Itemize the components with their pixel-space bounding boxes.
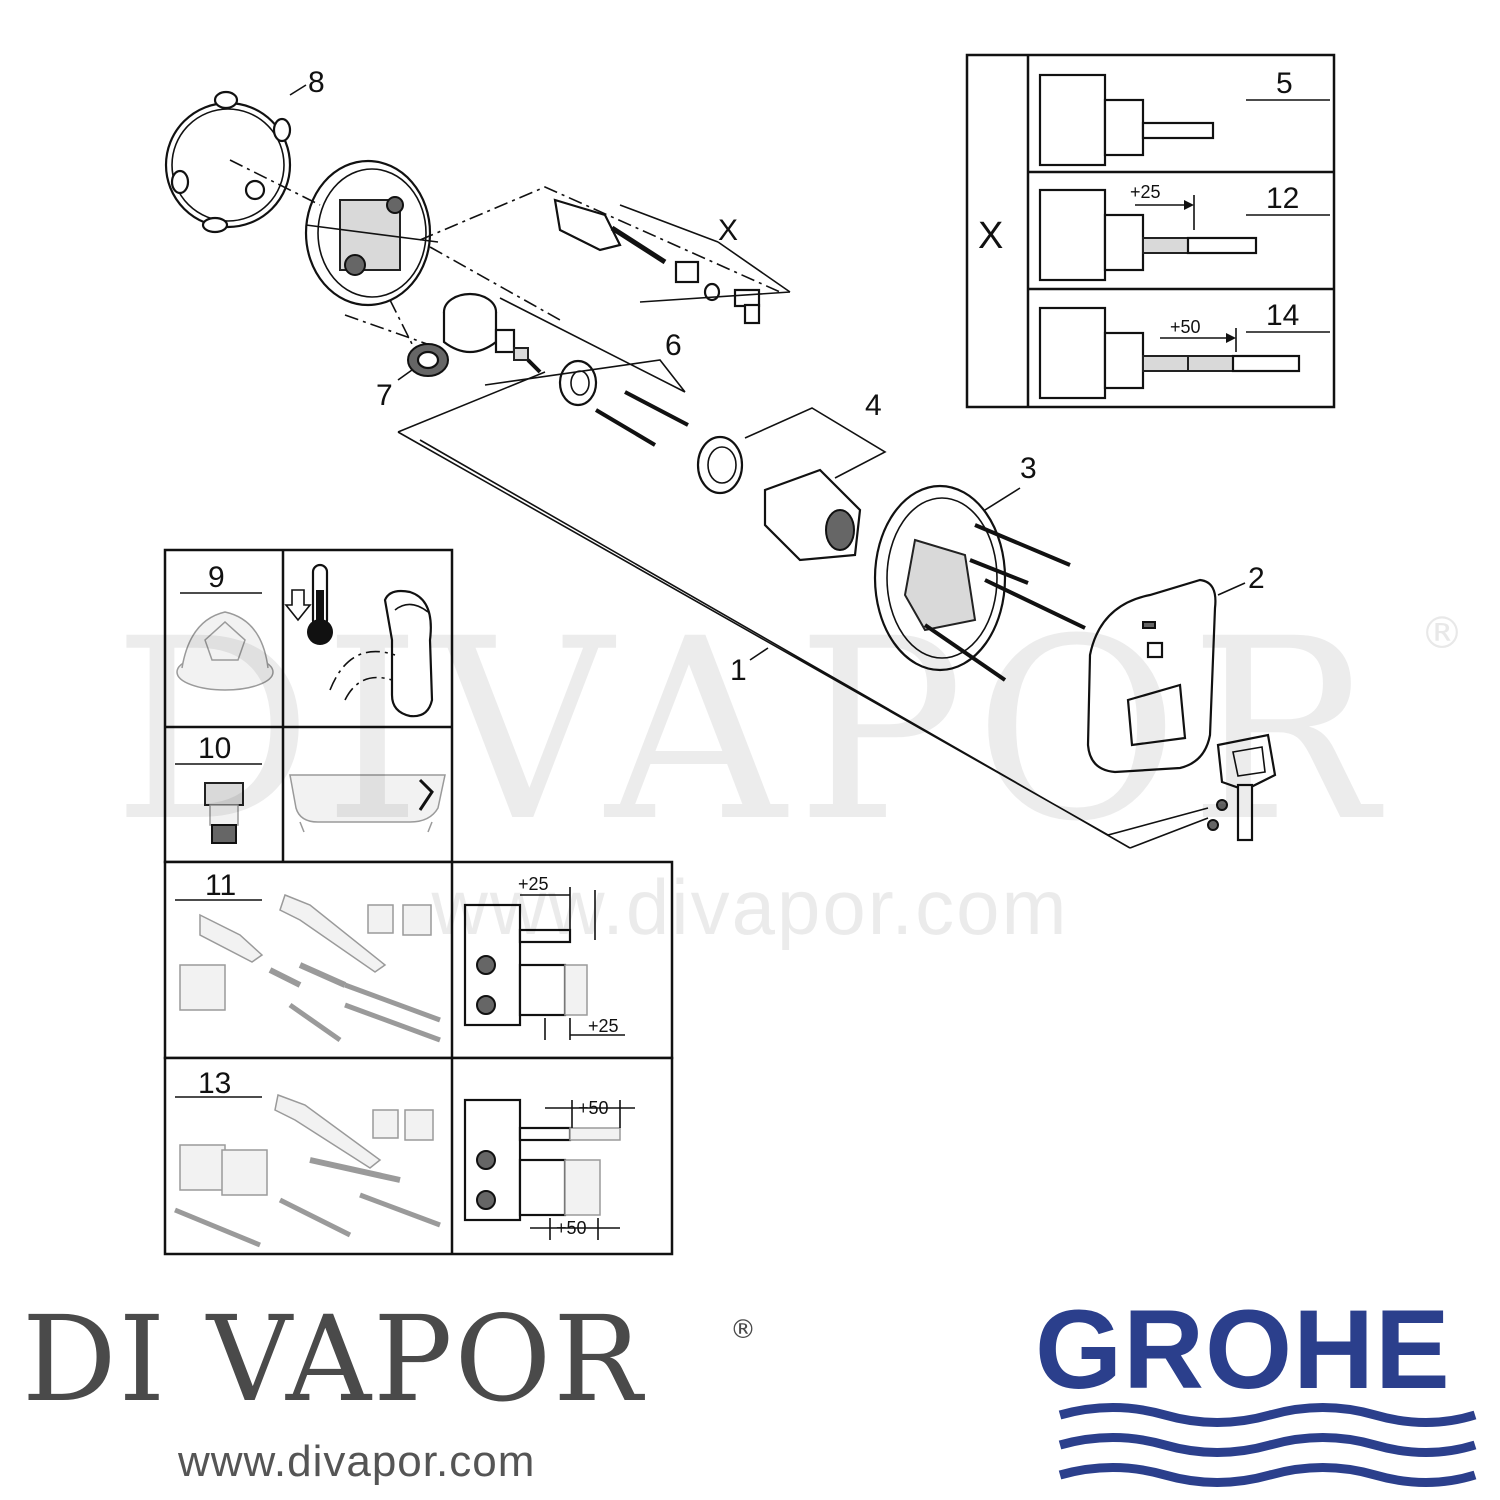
- callout-8: 8: [308, 66, 325, 99]
- extension-options-box: X 5 +25 12: [965, 53, 1336, 409]
- bathtub-icon: [289, 774, 446, 833]
- part-8-seal-ring: [164, 84, 307, 234]
- callout-9: 9: [208, 561, 225, 594]
- part-4-sleeve: [696, 435, 862, 562]
- callout-x: X: [718, 214, 738, 247]
- callout-6: 6: [665, 329, 682, 362]
- callout-1: 1: [730, 654, 747, 687]
- lever-handle: [1207, 733, 1277, 842]
- callout-4: 4: [865, 389, 882, 422]
- part-2-cover-plate: [1086, 578, 1217, 774]
- store-logo-text: DI VAPOR: [22, 1290, 645, 1428]
- grohe-wave-logo-icon: [1058, 1403, 1477, 1487]
- dim-plus-25-top: +25: [518, 874, 549, 894]
- cartridge-depth-diagram-50: [463, 1098, 635, 1240]
- dim-plus-25-bottom: +25: [588, 1016, 619, 1036]
- store-registered-mark: ®: [730, 1315, 756, 1345]
- part-11-extension-kit-25: [179, 894, 441, 1043]
- axis-lines-rear: [229, 159, 561, 361]
- callout-11: 11: [205, 869, 236, 902]
- accessories-table: 9 10: [163, 548, 674, 1256]
- leader-6: [484, 297, 686, 393]
- dim-plus-50-top: +50: [578, 1098, 609, 1118]
- callout-14: 14: [1266, 299, 1299, 332]
- axis-line-x: [419, 186, 781, 293]
- cartridge-depth-diagram-25: [463, 887, 625, 1040]
- leader-4: [744, 407, 887, 479]
- leader-1: [397, 371, 1209, 849]
- callout-10: 10: [198, 732, 231, 765]
- part-13-extension-kit-50: [174, 1093, 441, 1248]
- store-url: www.divapor.com: [178, 1437, 536, 1486]
- temperature-icon: [284, 563, 434, 718]
- valve-body: [304, 159, 439, 307]
- part-6-nut-screws: [558, 359, 689, 447]
- callout-5: 5: [1276, 67, 1293, 100]
- cartridge-extension-50: [1038, 306, 1301, 400]
- callout-12: 12: [1266, 182, 1299, 215]
- manufacturer-logo-text: GROHE: [1035, 1287, 1451, 1412]
- dim-plus-50-box: +50: [1170, 317, 1201, 337]
- part-7-cap: [407, 343, 449, 377]
- callout-7: 7: [376, 379, 393, 412]
- part-x-spindle-assembly: [553, 198, 761, 325]
- leader-x: [619, 204, 791, 303]
- dim-plus-50-bottom: +50: [556, 1218, 587, 1238]
- cartridge-standard: [1038, 73, 1215, 167]
- dim-plus-25-box: +25: [1130, 182, 1161, 202]
- part-10-check-valve: [204, 782, 244, 844]
- cartridge-extension-25: [1038, 188, 1258, 282]
- callout-13: 13: [198, 1067, 231, 1100]
- callout-3: 3: [1020, 452, 1037, 485]
- callout-x-box: X: [978, 215, 1003, 257]
- part-9-temperature-knob: [176, 611, 274, 691]
- part-3-mounting-plate: [873, 484, 1086, 682]
- watermark-registered-mark: ®: [1420, 608, 1464, 659]
- callout-2: 2: [1248, 562, 1265, 595]
- thermostatic-cartridge: [442, 292, 542, 374]
